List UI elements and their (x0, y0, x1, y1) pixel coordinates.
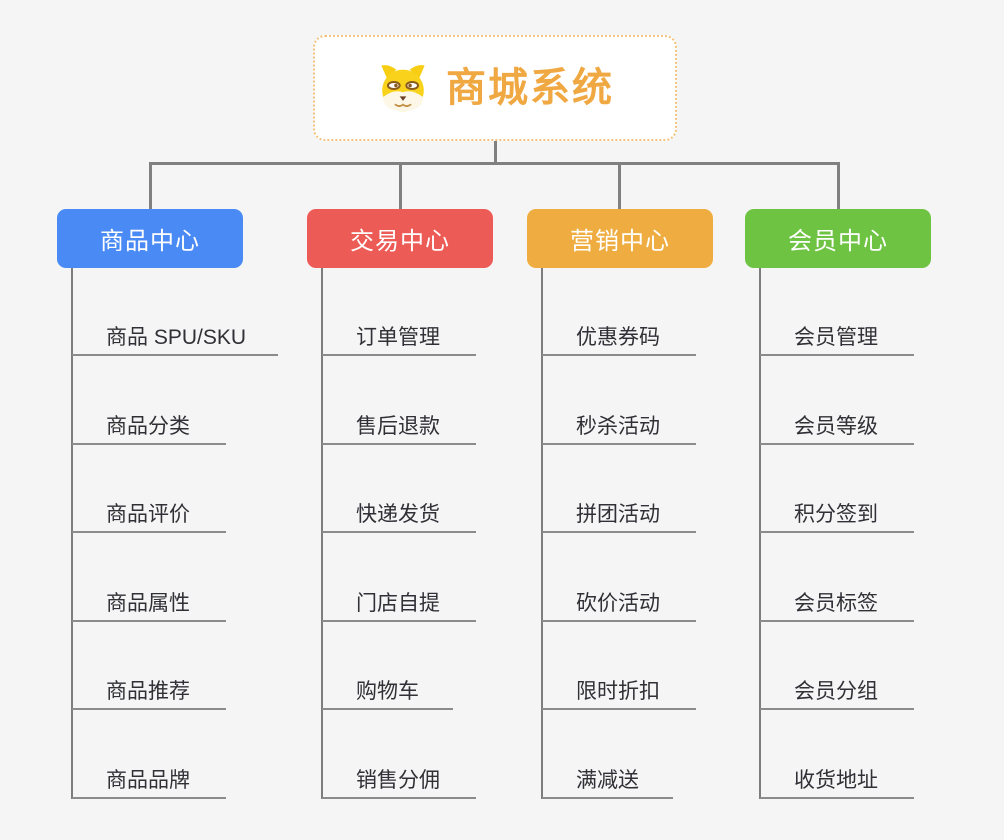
connector-root-stub (494, 140, 497, 164)
branch-spine-product (71, 268, 73, 799)
subtopic-item[interactable]: 满减送 (542, 765, 673, 799)
subtopic-item[interactable]: 售后退款 (322, 411, 476, 445)
subtopic-item[interactable]: 商品评价 (72, 499, 226, 533)
connector-drop-member (837, 162, 840, 209)
branch-topic-label: 会员中心 (788, 228, 888, 255)
subtopic-item[interactable]: 订单管理 (322, 322, 476, 356)
branch-topic-label: 商品中心 (100, 228, 200, 255)
connector-drop-product (149, 162, 152, 209)
subtopic-item[interactable]: 限时折扣 (542, 676, 696, 710)
branch-topic-trade-center[interactable]: 交易中心 (307, 209, 493, 268)
subtopic-item[interactable]: 会员分组 (760, 676, 914, 710)
subtopic-item[interactable]: 商品推荐 (72, 676, 226, 710)
subtopic-item[interactable]: 快递发货 (322, 499, 476, 533)
subtopic-item[interactable]: 砍价活动 (542, 588, 696, 622)
subtopic-item[interactable]: 会员等级 (760, 411, 914, 445)
branch-topic-label: 营销中心 (570, 228, 670, 255)
branch-spine-marketing (541, 268, 543, 799)
branch-spine-member (759, 268, 761, 799)
subtopic-item[interactable]: 收货地址 (760, 765, 914, 799)
dog-face-icon (376, 63, 430, 113)
root-topic[interactable]: 商城系统 (313, 35, 677, 141)
subtopic-item[interactable]: 积分签到 (760, 499, 914, 533)
subtopic-item[interactable]: 拼团活动 (542, 499, 696, 533)
subtopic-item[interactable]: 商品属性 (72, 588, 226, 622)
subtopic-item[interactable]: 会员管理 (760, 322, 914, 356)
subtopic-item[interactable]: 商品品牌 (72, 765, 226, 799)
subtopic-item[interactable]: 优惠券码 (542, 322, 696, 356)
subtopic-item[interactable]: 购物车 (322, 676, 453, 710)
subtopic-item[interactable]: 会员标签 (760, 588, 914, 622)
connector-drop-marketing (618, 162, 621, 209)
branch-topic-member-center[interactable]: 会员中心 (745, 209, 931, 268)
subtopic-item[interactable]: 商品 SPU/SKU (72, 322, 278, 356)
subtopic-item[interactable]: 门店自提 (322, 588, 476, 622)
subtopic-item[interactable]: 秒杀活动 (542, 411, 696, 445)
branch-topic-label: 交易中心 (350, 228, 450, 255)
subtopic-item[interactable]: 商品分类 (72, 411, 226, 445)
branch-topic-product-center[interactable]: 商品中心 (57, 209, 243, 268)
connector-drop-trade (399, 162, 402, 209)
connector-horizontal-bar (149, 162, 840, 165)
branch-spine-trade (321, 268, 323, 799)
root-topic-label: 商城系统 (446, 66, 614, 110)
subtopic-item[interactable]: 销售分佣 (322, 765, 476, 799)
branch-topic-marketing-center[interactable]: 营销中心 (527, 209, 713, 268)
